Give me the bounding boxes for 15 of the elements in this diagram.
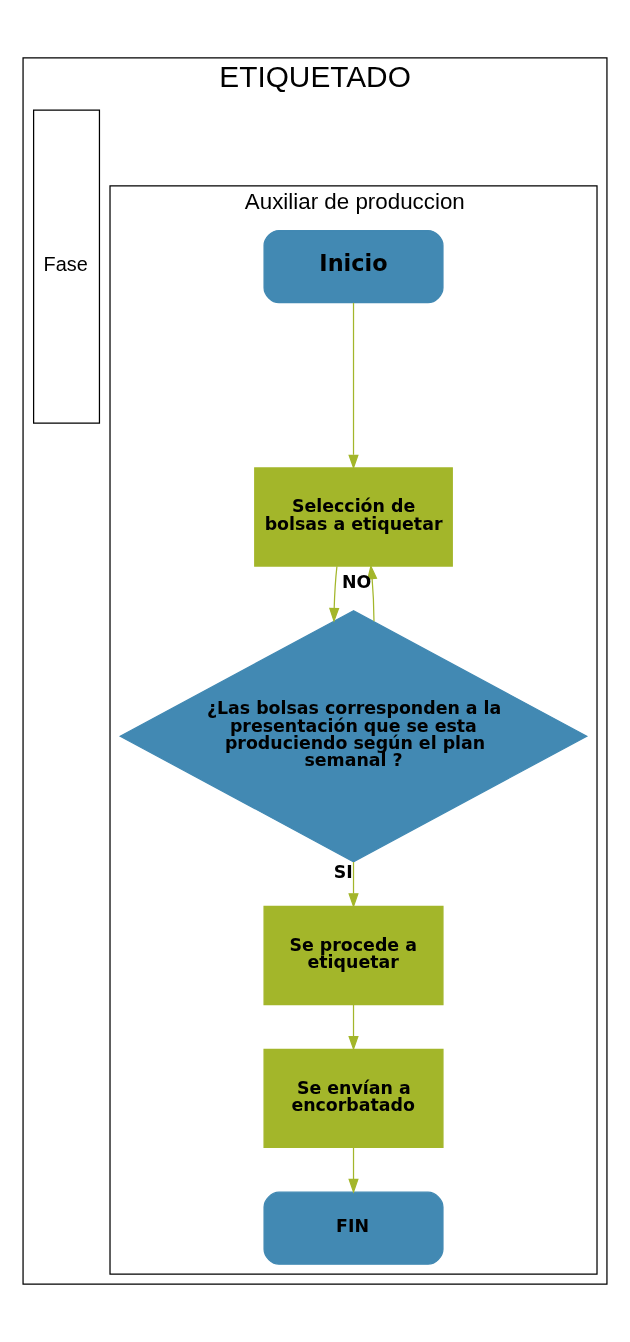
node-box: Inicio <box>263 229 444 304</box>
arrow <box>367 564 378 622</box>
node-box: Selección de bolsas a etiquetar <box>254 467 453 567</box>
arrow <box>348 1147 359 1194</box>
node-box: Fase <box>33 109 101 424</box>
node-box: Se procede a etiquetar <box>263 905 444 1006</box>
edge-label: SI <box>333 862 353 883</box>
arrow <box>348 861 359 909</box>
node-diamond: ¿Las bolsas corresponden a la presentación que se esta produciendo según el plan semanal ? <box>118 610 589 863</box>
arrow <box>348 1004 359 1051</box>
node-box: FIN <box>263 1191 444 1265</box>
edge-label: NO <box>342 571 372 592</box>
arrow <box>348 302 359 470</box>
arrow <box>329 565 340 623</box>
node-box: Se envían a encorbatado <box>263 1048 444 1149</box>
